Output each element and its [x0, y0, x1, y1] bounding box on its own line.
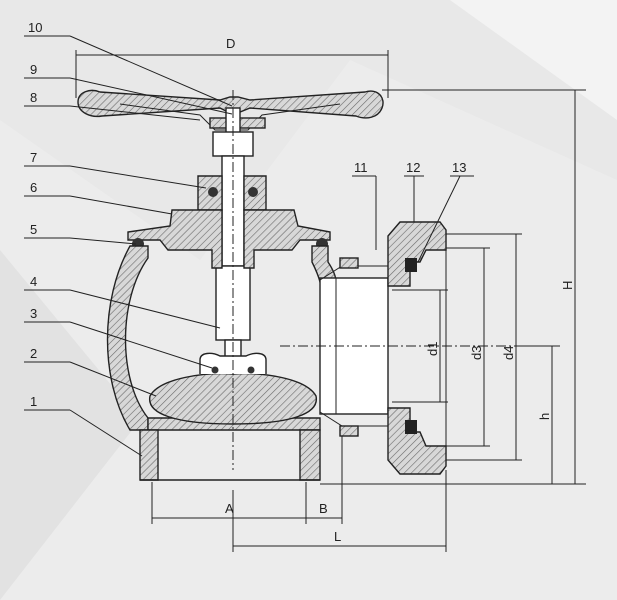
callout-1: 1 — [30, 394, 37, 409]
callout-6: 6 — [30, 180, 37, 195]
outlet-coupling — [339, 221, 447, 475]
callout-labels: 10 9 8 7 6 5 4 3 2 1 11 12 13 — [28, 20, 466, 409]
dimension-labels: D A B L H h d1 d3 d4 — [225, 36, 575, 544]
bg-facet — [0, 0, 617, 260]
dim-label-d4: d4 — [501, 346, 516, 360]
callout-3: 3 — [30, 306, 37, 321]
callout-12: 12 — [406, 160, 420, 175]
dim-label-H: H — [560, 281, 575, 290]
dim-label-A: A — [225, 501, 234, 516]
callout-9: 9 — [30, 62, 37, 77]
packing-nut — [197, 175, 267, 211]
callout-10: 10 — [28, 20, 42, 35]
leader-lines — [24, 35, 474, 457]
bg-facet — [0, 250, 140, 600]
callout-5: 5 — [30, 222, 37, 237]
callout-4: 4 — [30, 274, 37, 289]
dim-label-h: h — [537, 413, 552, 420]
dim-label-d1: d1 — [425, 342, 440, 356]
callout-8: 8 — [30, 90, 37, 105]
dim-label-L: L — [334, 529, 341, 544]
center-lines — [232, 90, 560, 470]
callout-13: 13 — [452, 160, 466, 175]
callout-11: 11 — [354, 160, 368, 175]
callout-7: 7 — [30, 150, 37, 165]
callout-2: 2 — [30, 346, 37, 361]
dim-label-B: B — [319, 501, 328, 516]
dim-label-D: D — [226, 36, 235, 51]
dimension-lines — [75, 50, 586, 552]
dim-label-d3: d3 — [469, 346, 484, 360]
